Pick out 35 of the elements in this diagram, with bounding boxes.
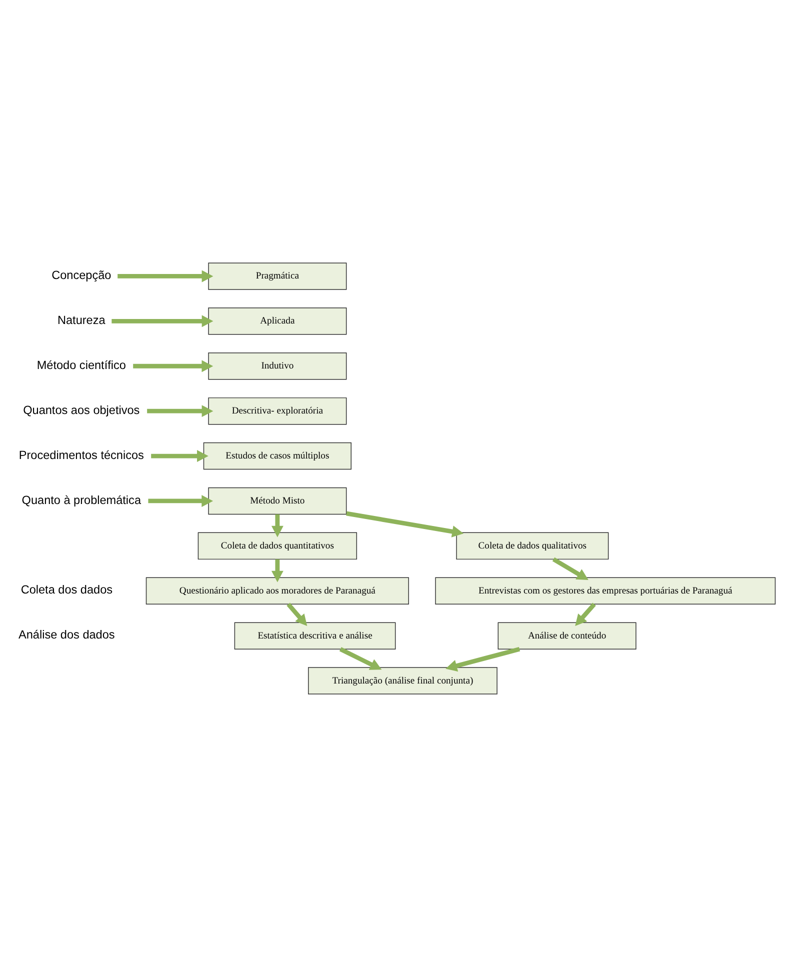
node-box: Entrevistas com os gestores das empresas portuárias de Paranaguá	[435, 576, 776, 604]
arrow	[286, 602, 308, 626]
node-box: Método Misto	[208, 486, 347, 514]
node-text: Procedimentos técnicos	[18, 448, 144, 462]
arrow	[346, 510, 464, 537]
arrow	[147, 404, 214, 417]
node-box: Estudos de casos múltiplos	[203, 442, 352, 470]
arrow	[446, 646, 520, 672]
node-box: Aplicada	[208, 307, 347, 334]
arrow	[271, 558, 284, 582]
node-box: Triangulação (análise final conjunta)	[308, 666, 498, 694]
arrow	[271, 514, 284, 537]
node-box: Indutivo	[208, 352, 347, 380]
arrow	[575, 602, 596, 626]
label: Coleta dos dados	[20, 583, 113, 596]
arrow	[118, 270, 214, 282]
arrow	[133, 360, 214, 372]
node-box: Análise de conteúdo	[498, 622, 636, 649]
arrow	[151, 450, 208, 462]
arrow	[148, 494, 214, 506]
node-box: Questionário aplicado aos moradores de Paranaguá	[146, 576, 409, 604]
node-text: Natureza	[58, 313, 106, 326]
node-box: Coleta de dados qualitativos	[456, 532, 609, 560]
arrow	[339, 646, 382, 670]
arrow	[552, 556, 588, 580]
node-text: Método científico	[36, 358, 126, 372]
node-text: Quantos aos objetivos	[23, 403, 140, 416]
node-box: Estatística descritiva e análise	[234, 622, 396, 649]
node-text: Quanto à problemática	[22, 493, 142, 506]
label: Análise dos dados	[18, 628, 115, 642]
node-box: Pragmática	[208, 262, 347, 290]
arrow	[112, 314, 214, 327]
node-box: Descritiva- exploratória	[208, 396, 347, 424]
node-box: Coleta de dados quantitativos	[198, 532, 358, 560]
node-text: Concepção	[52, 268, 112, 282]
